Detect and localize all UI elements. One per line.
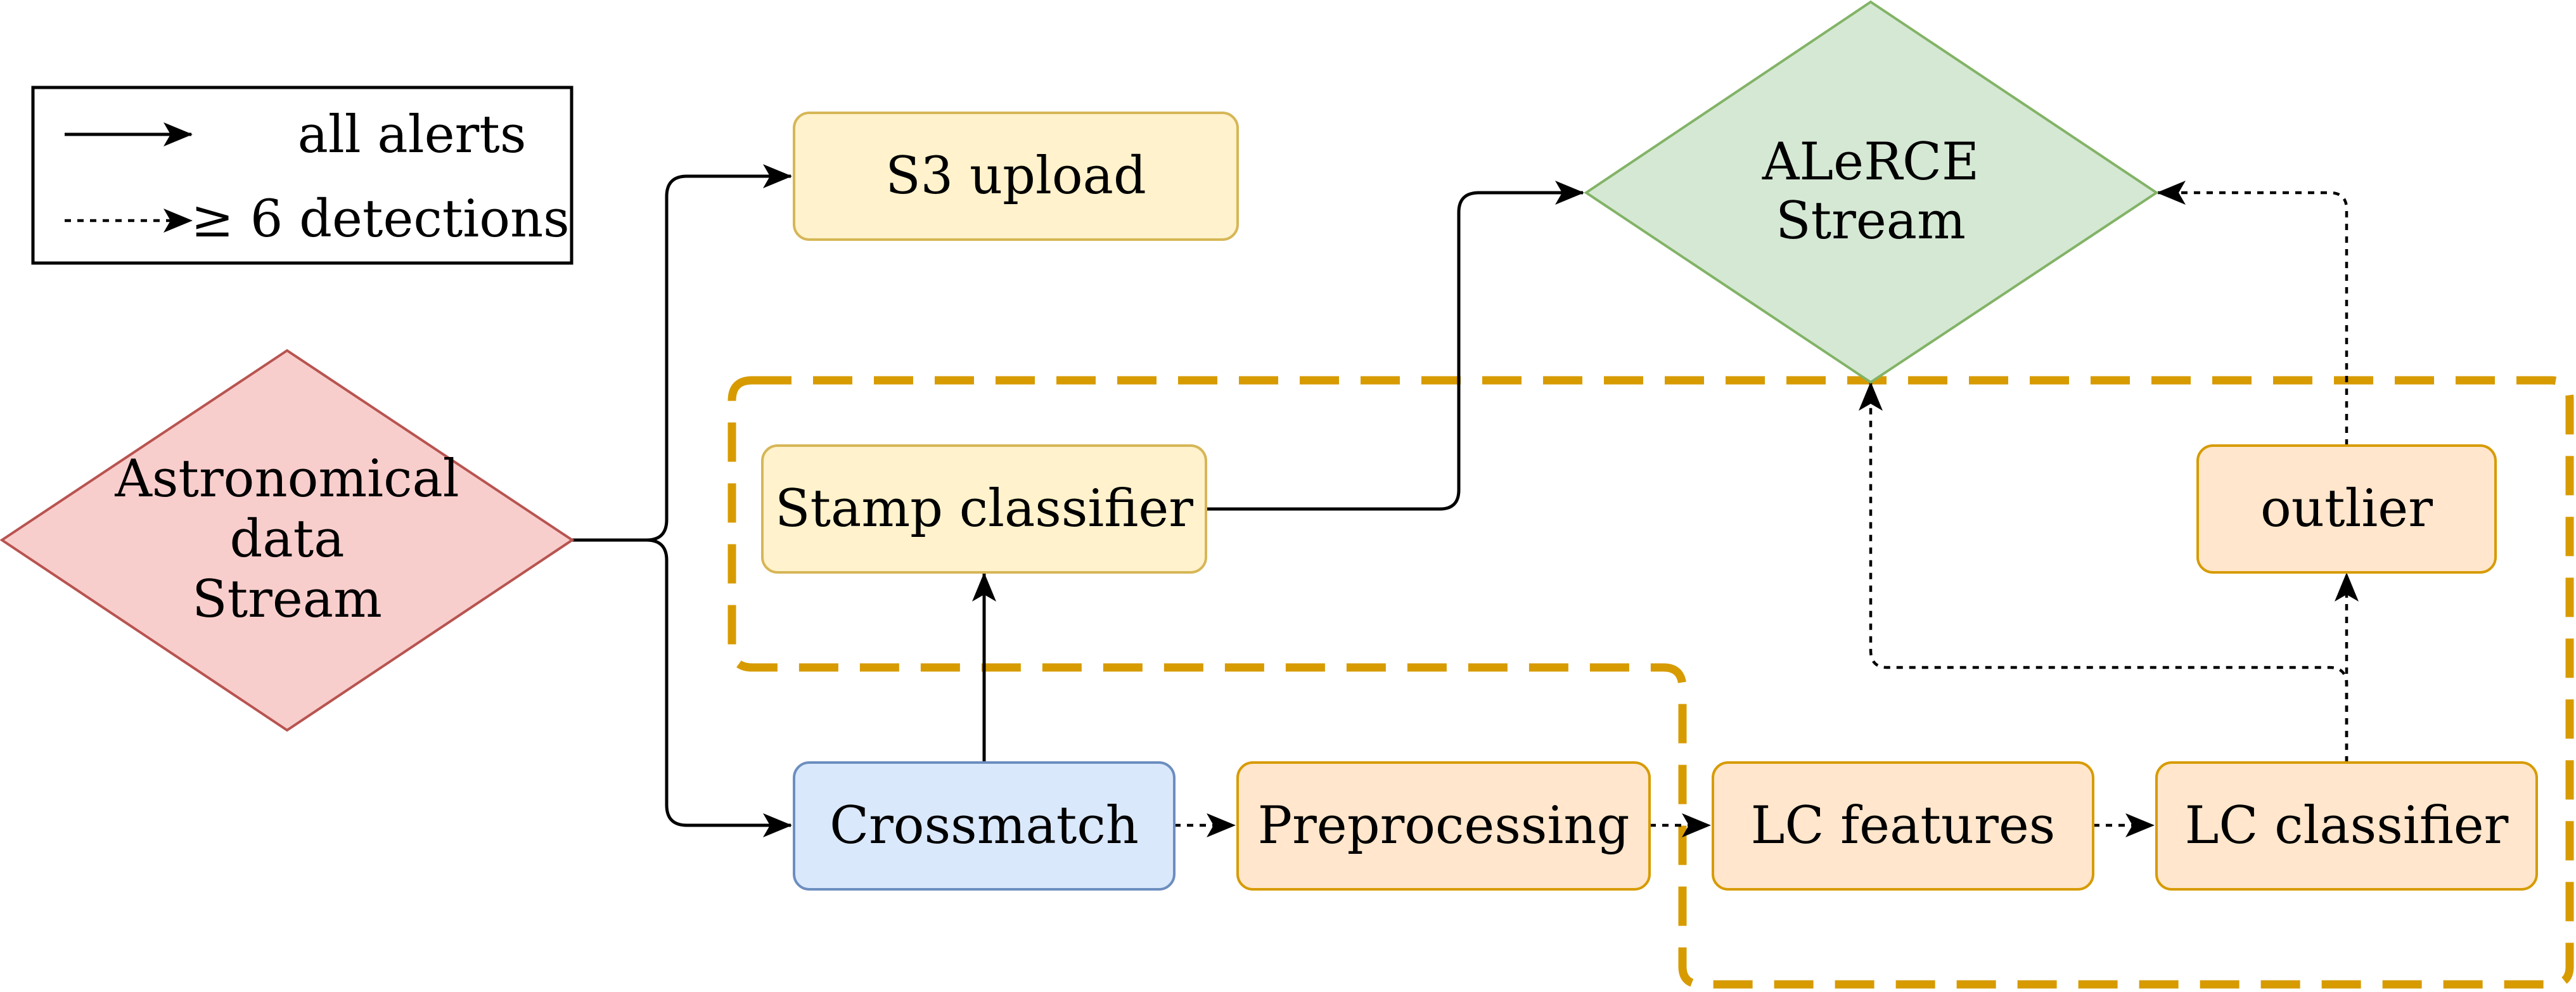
- stamp-classifier-label: Stamp classifier: [775, 479, 1193, 539]
- legend-detections-label: ≥ 6 detections: [191, 190, 570, 249]
- s3-upload-label: S3 upload: [885, 146, 1146, 206]
- alerce-stream-node: ALeRCE Stream: [1584, 0, 2159, 384]
- s3-upload-box: [793, 112, 1239, 241]
- connector-outlier-to-alerce: [2156, 181, 2349, 446]
- input-stream-diamond: [0, 349, 575, 732]
- connector-stamp-classifier-to-alerce: [1206, 181, 1584, 511]
- crossmatch-node: Crossmatch: [793, 761, 1176, 891]
- connector-stream-to-crossmatch: [572, 538, 792, 837]
- lc-features-label: LC features: [1751, 796, 2056, 856]
- lc-classifier-node: LC classifier: [2155, 761, 2538, 891]
- lc-classifier-label: LC classifier: [2185, 796, 2509, 856]
- preprocessing-label: Preprocessing: [1258, 796, 1630, 856]
- preprocessing-node: Preprocessing: [1236, 761, 1651, 891]
- alerce-stream-label-line2: Stream: [1776, 191, 1966, 251]
- input-stream-node: Astronomical data Stream: [0, 349, 575, 732]
- lc-classifier-box: [2155, 761, 2538, 891]
- outlier-node: outlier: [2196, 444, 2497, 574]
- lc-features-box: [1712, 761, 2094, 891]
- crossmatch-label: Crossmatch: [830, 796, 1139, 856]
- input-stream-label-line3: Stream: [192, 570, 382, 629]
- outlier-box: [2196, 444, 2497, 574]
- outlier-label: outlier: [2260, 479, 2433, 539]
- legend-box: [31, 86, 574, 265]
- stamp-classifier-box: [761, 444, 1207, 574]
- stamp-classifier-node: Stamp classifier: [761, 444, 1207, 574]
- crossmatch-box: [793, 761, 1176, 891]
- alerce-stream-label-line1: ALeRCE: [1762, 132, 1979, 192]
- s3-upload-node: S3 upload: [793, 112, 1239, 241]
- legend-all-alerts-label: all alerts: [298, 105, 527, 165]
- processing-group-border: [727, 376, 2574, 989]
- connector-stream-to-s3: [572, 164, 792, 542]
- lc-features-node: LC features: [1712, 761, 2094, 891]
- connectors: [572, 164, 2359, 837]
- input-stream-label-line1: Astronomical: [114, 449, 459, 509]
- legend: all alerts ≥ 6 detections: [31, 86, 574, 265]
- input-stream-label-line2: data: [230, 510, 345, 569]
- alerce-stream-diamond: [1584, 0, 2159, 384]
- preprocessing-box: [1236, 761, 1651, 891]
